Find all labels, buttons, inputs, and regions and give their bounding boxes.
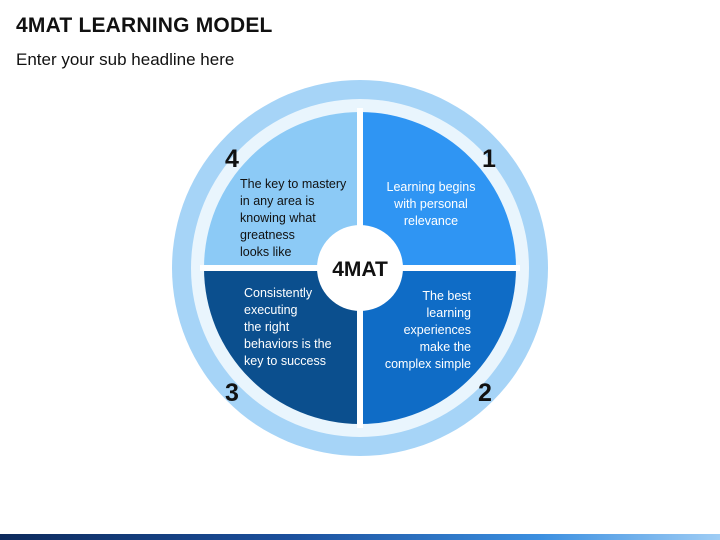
quadrant-1-number: 1 xyxy=(482,145,496,173)
page-subtitle: Enter your sub headline here xyxy=(16,50,235,69)
quadrant-2-number: 2 xyxy=(478,379,492,407)
quadrant-1-line: Learning begins xyxy=(387,180,476,194)
quadrant-1 xyxy=(360,112,516,268)
quadrant-2 xyxy=(360,268,516,424)
quadrant-2-line: make the xyxy=(420,340,471,354)
quadrant-4-line: in any area is xyxy=(240,194,314,208)
quadrant-3-line: executing xyxy=(244,303,298,317)
quadrant-3-line: Consistently xyxy=(244,286,313,300)
quadrant-2-line: learning xyxy=(427,306,472,320)
quadrant-4-line: greatness xyxy=(240,228,295,242)
quadrant-4-line: looks like xyxy=(240,245,291,259)
quadrant-4-line: The key to mastery xyxy=(240,177,347,191)
quadrant-1-line: with personal xyxy=(393,197,468,211)
quadrant-3-line: key to success xyxy=(244,354,326,368)
quadrant-2-text: The best learning experiences make the c… xyxy=(385,289,472,371)
quadrant-2-line: complex simple xyxy=(385,357,471,371)
quadrant-3-line: the right xyxy=(244,320,290,334)
quadrant-2-line: experiences xyxy=(404,323,471,337)
quadrant-4 xyxy=(204,112,360,268)
quadrant-3 xyxy=(204,268,360,424)
quadrant-1-text: Learning begins with personal relevance xyxy=(387,180,476,228)
quadrant-1-line: relevance xyxy=(404,214,458,228)
bottom-accent-bar xyxy=(0,534,720,540)
center-circle xyxy=(317,225,403,311)
quadrant-2-line: The best xyxy=(422,289,471,303)
page-title: 4MAT LEARNING MODEL xyxy=(16,14,273,37)
quadrant-4-line: knowing what xyxy=(240,211,316,225)
quadrant-4-text: The key to mastery in any area is knowin… xyxy=(240,177,347,259)
quadrant-3-line: behaviors is the xyxy=(244,337,332,351)
quadrant-3-number: 3 xyxy=(225,379,239,407)
quadrant-4-number: 4 xyxy=(225,145,239,173)
center-label: 4MAT xyxy=(332,258,388,281)
quadrant-3-text: Consistently executing the right behavio… xyxy=(244,286,332,368)
